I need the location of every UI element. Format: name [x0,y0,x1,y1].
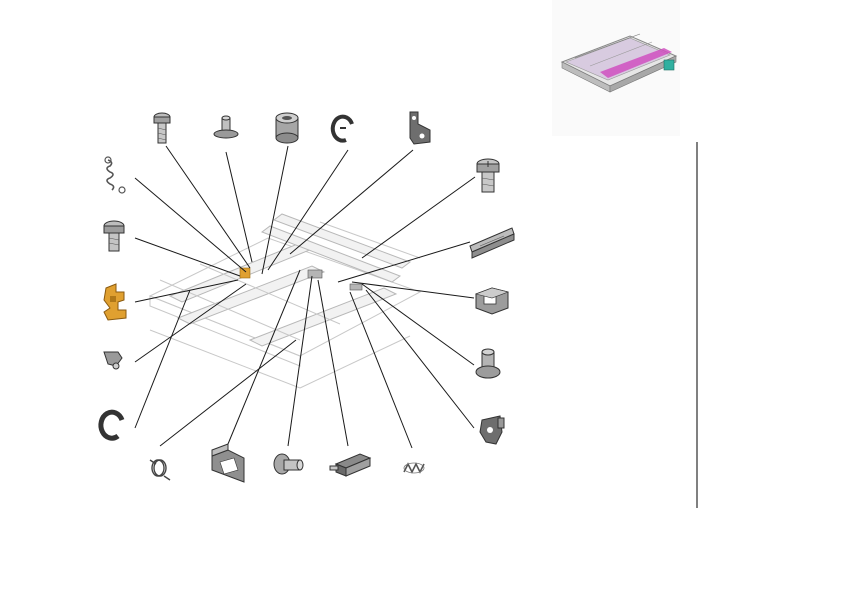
bracket-icon [409,111,431,145]
leader-line [349,291,413,449]
leader-line [287,275,313,447]
leader-line [159,339,297,447]
bushing-icon [275,112,299,144]
leader-line [361,283,475,366]
leader-line [289,149,414,255]
part-compression-spring [403,462,425,474]
rail-icon [469,227,515,259]
part-spring-left [104,156,126,194]
clip-icon [103,351,123,370]
guide-icon [211,443,245,483]
roller [260,225,402,283]
stud-icon [213,115,239,139]
part-shaft-pin [273,453,304,475]
leader-line [134,289,191,429]
part-e-ring-left [98,409,125,441]
bracket-icon [479,415,505,445]
torsion-spring-icon [149,459,171,481]
leader-line [165,145,251,269]
part-screw-left [103,220,125,252]
part-rail [469,227,515,259]
compression-spring-icon [403,462,425,474]
shaft-pin-icon [273,453,304,475]
part-screw-right [476,158,500,193]
leader-line [365,289,475,429]
screw-icon [103,220,125,252]
part-bracket-top [409,111,431,145]
leader-line [134,283,247,363]
part-lever-highlighted [103,283,127,321]
leader-line [361,176,476,259]
lever-icon [103,283,127,321]
leader-line [225,151,253,263]
leader-line [351,281,475,299]
part-e-ring-top [330,114,354,143]
leader-lines [134,145,476,449]
part-clip-left [103,351,123,370]
leader-line [337,241,471,283]
part-pin-right [475,348,501,379]
part-holder [474,287,510,315]
leader-line [227,269,301,445]
part-torsion-spring [149,459,171,481]
screw-icon [476,158,500,193]
part-stud [213,115,239,139]
assembly-thumbnail [552,0,680,136]
spring-icon [104,156,126,194]
screw-icon [153,112,171,144]
solenoid-icon [329,453,372,477]
leader-line [134,279,239,303]
part-solenoid [329,453,372,477]
e-ring-icon [98,409,125,441]
part-guide [211,443,245,483]
leader-line [134,177,247,273]
part-bracket-right [479,415,505,445]
leader-line [134,237,241,277]
leader-line [317,279,349,447]
holder-icon [474,287,510,315]
roller [272,213,412,269]
part-bushing [275,112,299,144]
transfer-belt-unit-icon [560,33,678,93]
leader-line [261,145,289,275]
e-ring-icon [330,114,354,143]
pin-icon [475,348,501,379]
leader-line [267,149,349,271]
frame-assembly [148,213,422,389]
part-screw-top [153,112,171,144]
roller [176,265,326,325]
